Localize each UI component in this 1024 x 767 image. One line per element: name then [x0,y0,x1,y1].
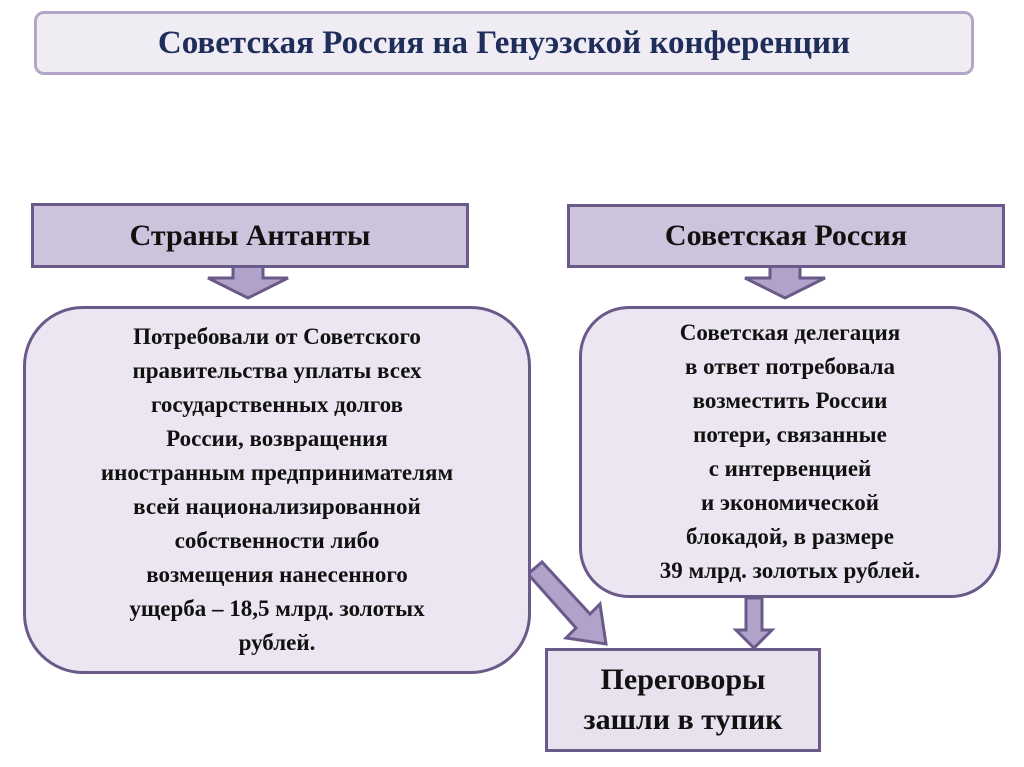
arrow-diagonal-icon [525,559,608,646]
header-soviet-russia: Советская Россия [567,204,1005,268]
arrow-down-result-icon [732,596,776,651]
result-box: Переговоры зашли в тупик [545,648,821,752]
soviet-demands-box: Советская делегация в ответ потребовала … [579,306,1001,598]
page-title: Советская Россия на Генуэзской конференц… [34,11,974,75]
entente-demands-box: Потребовали от Советского правительства … [23,306,531,674]
header-entente: Страны Антанты [31,203,469,268]
